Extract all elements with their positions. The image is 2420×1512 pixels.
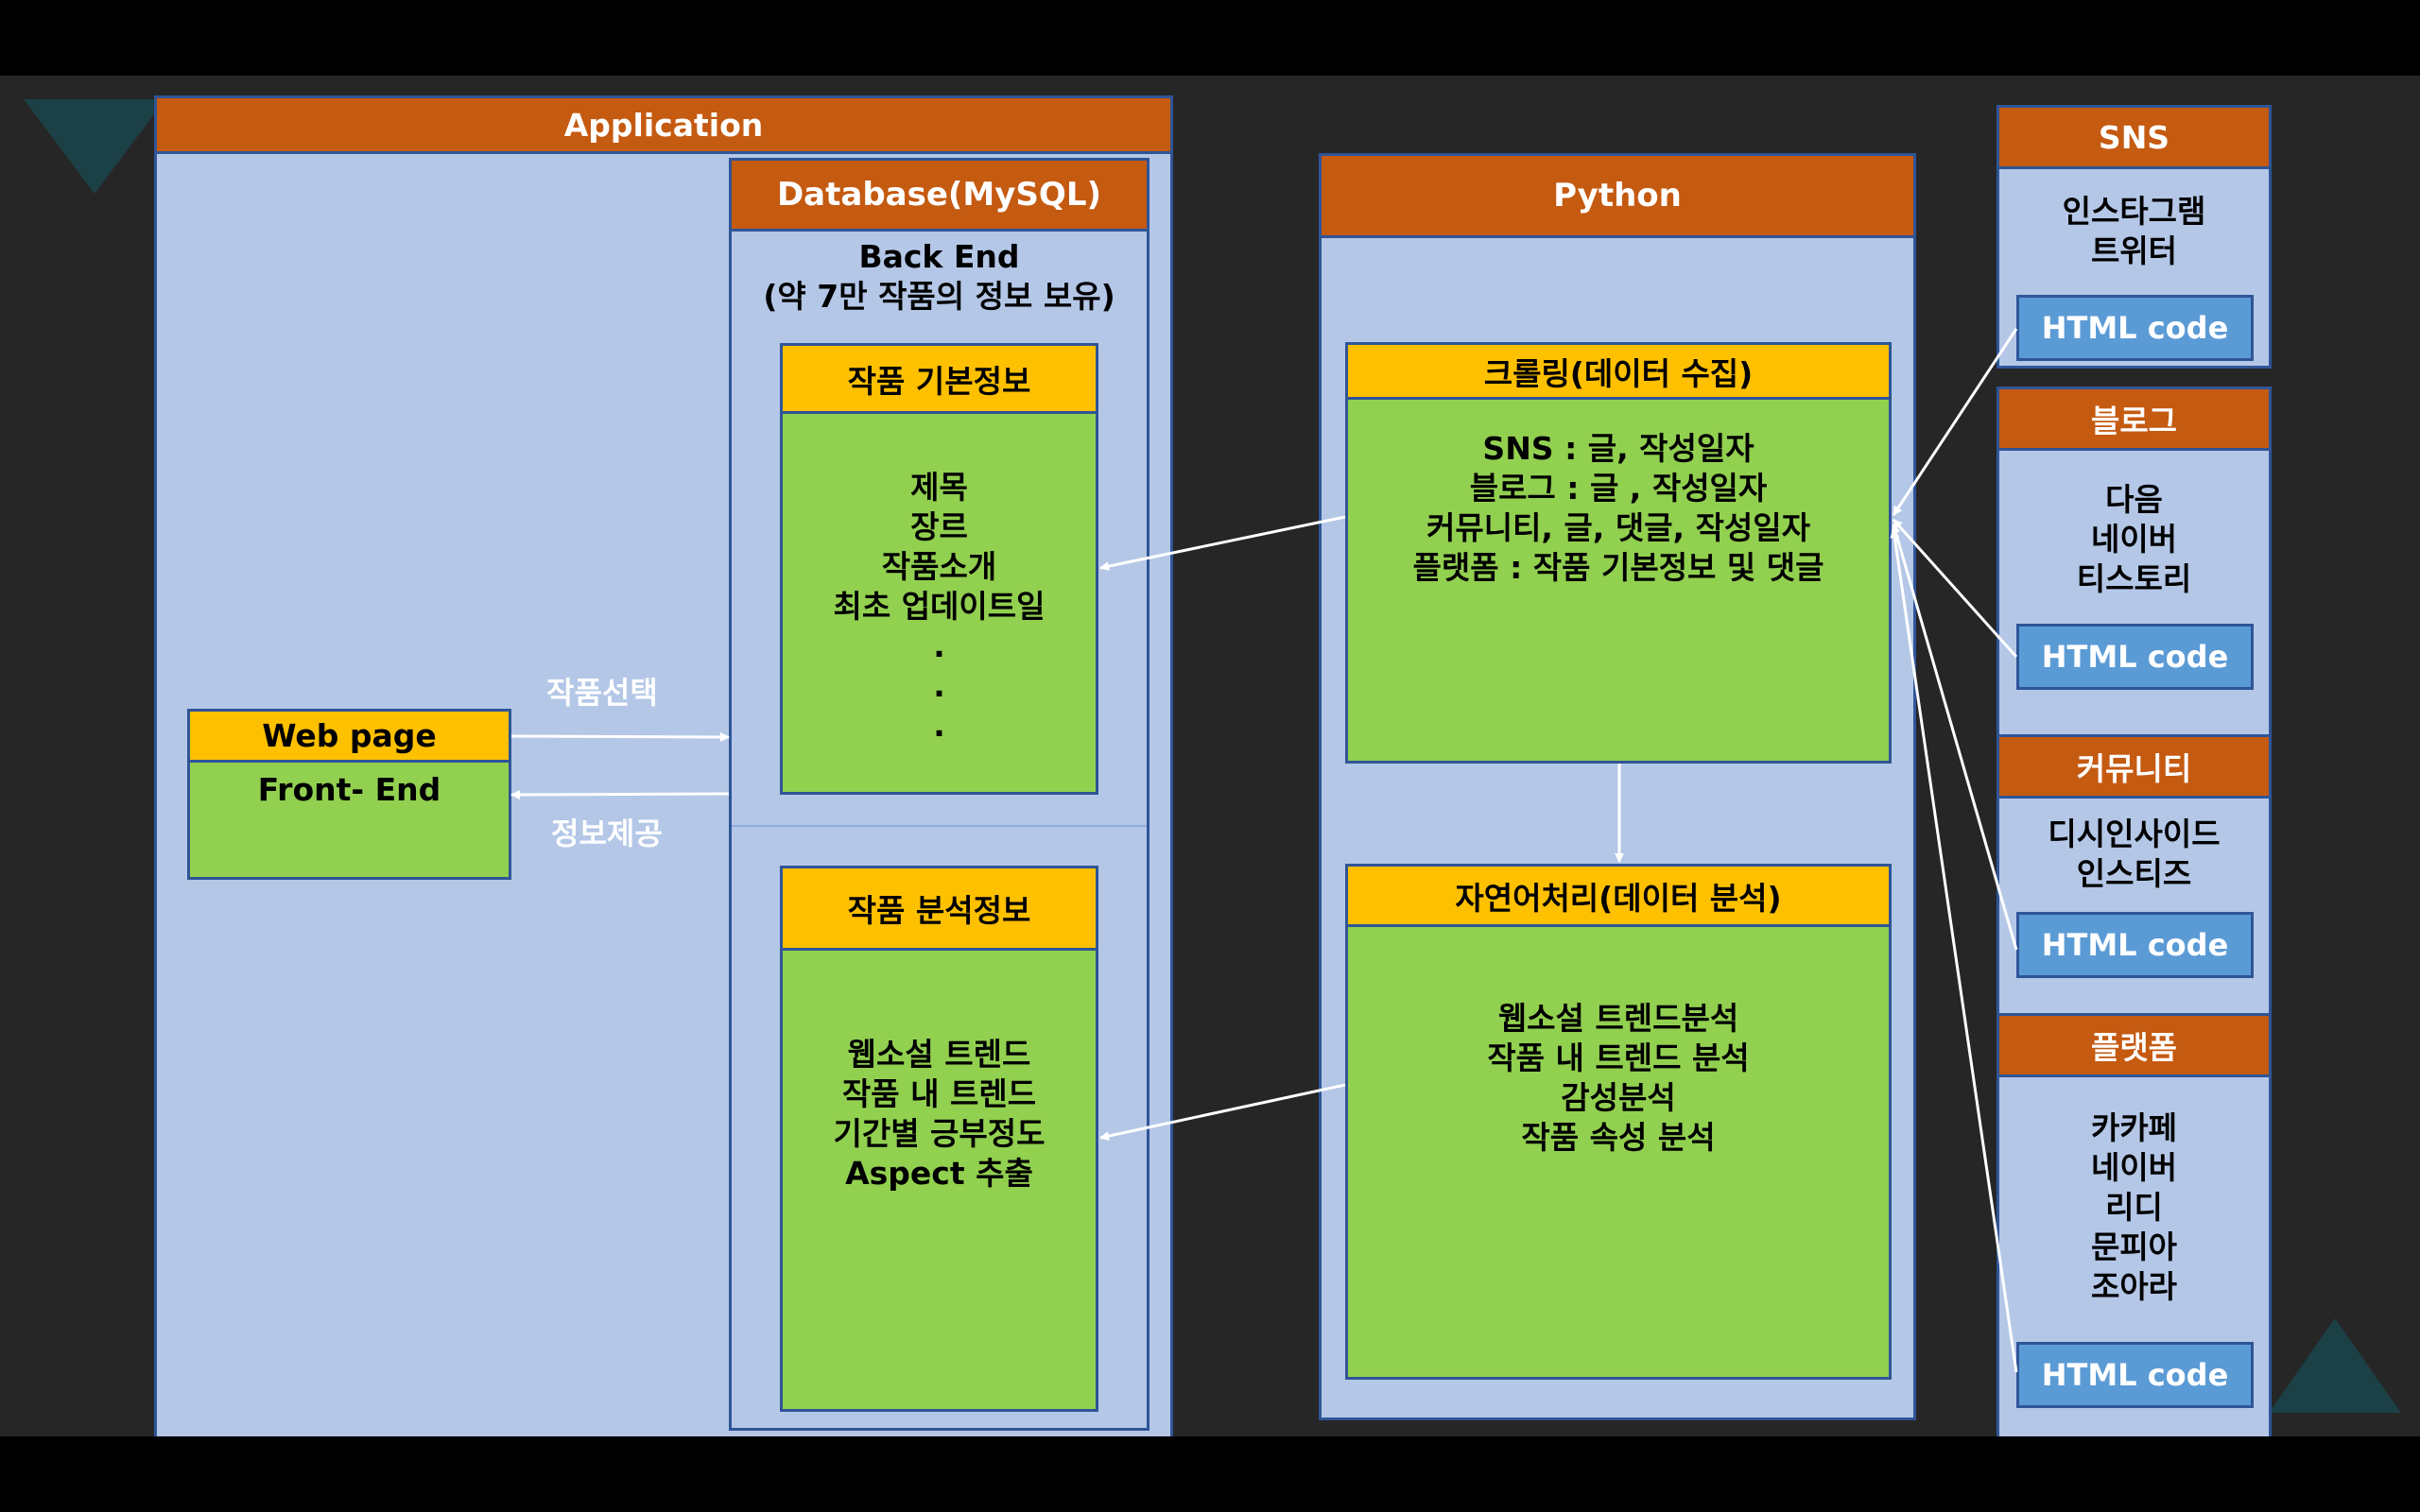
crawling-item: SNS : 글, 작성일자 (1482, 430, 1754, 467)
source-blog-title: 블로그 (2090, 403, 2178, 439)
webpage-header: Web page (187, 709, 511, 763)
source-platform-list: 카카페 네이버 리디 문피아 조아라 (1996, 1108, 2272, 1307)
slide: Application Database(MySQL) Back End (약 … (0, 76, 2420, 1436)
analysis-info-item: 작품 내 트렌드 (841, 1075, 1037, 1112)
nlp-item: 작품 속성 분석 (1521, 1119, 1716, 1156)
crawling-item: 블로그 : 글 , 작성일자 (1469, 470, 1768, 507)
source-platform-html-code-button[interactable]: HTML code (2016, 1342, 2254, 1408)
python-header: Python (1319, 153, 1916, 238)
source-item: 리디 (2105, 1189, 2163, 1226)
database-divider (732, 825, 1147, 827)
decor-triangle-bottom-right (2269, 1318, 2401, 1413)
source-community-list: 디시인사이드 인스티즈 (1996, 815, 2272, 894)
database-title: Database(MySQL) (776, 176, 1102, 214)
source-blog-list: 다음 네이버 티스토리 (1996, 480, 2272, 599)
source-item: 티스토리 (2076, 560, 2192, 597)
source-item: 다음 (2105, 481, 2163, 518)
source-community-header: 커뮤니티 (1996, 734, 2272, 799)
basic-info-title: 작품 기본정보 (847, 362, 1031, 400)
application-header: Application (154, 95, 1173, 154)
database-line: (약 7만 작품의 정보 보유) (763, 278, 1115, 315)
basic-info-item: . (933, 627, 945, 664)
basic-info-item: . (933, 667, 945, 704)
source-item: 네이버 (2090, 1149, 2178, 1186)
nlp-item: 웹소설 트렌드분석 (1497, 1000, 1739, 1037)
nlp-header: 자연어처리(데이터 분석) (1345, 864, 1892, 927)
analysis-info-item: Aspect 추출 (845, 1155, 1033, 1192)
source-community-title: 커뮤니티 (2076, 750, 2192, 787)
source-item: 네이버 (2090, 521, 2178, 558)
basic-info-item: 최초 업데이트일 (833, 588, 1046, 625)
database-description: Back End (약 7만 작품의 정보 보유) (729, 237, 1150, 317)
button-label: HTML code (2041, 927, 2229, 963)
decor-triangle-top-left (24, 99, 165, 194)
button-label: HTML code (2041, 310, 2229, 346)
basic-info-item: 작품소개 (881, 548, 997, 585)
select-label: 작품선택 (546, 675, 658, 711)
python-title: Python (1553, 177, 1682, 215)
crawling-item: 플랫폼 : 작품 기본정보 및 댓글 (1412, 549, 1824, 586)
source-sns-html-code-button[interactable]: HTML code (2016, 295, 2254, 361)
source-item: 인스티즈 (2076, 855, 2192, 892)
analysis-info-box (780, 866, 1098, 1412)
analysis-info-header: 작품 분석정보 (780, 866, 1098, 951)
basic-info-box (780, 343, 1098, 795)
crawling-title: 크롤링(데이터 수집) (1483, 354, 1754, 392)
source-platform-header: 플랫폼 (1996, 1013, 2272, 1077)
source-blog-header: 블로그 (1996, 387, 2272, 451)
basic-info-item: 제목 (910, 469, 968, 506)
source-item: 트위터 (2090, 232, 2178, 269)
button-label: HTML code (2041, 639, 2229, 675)
source-platform-title: 플랫폼 (2090, 1029, 2178, 1066)
analysis-info-title: 작품 분석정보 (847, 892, 1031, 929)
source-sns-list: 인스타그램 트위터 (1996, 192, 2272, 271)
application-title: Application (563, 106, 764, 144)
basic-info-header: 작품 기본정보 (780, 343, 1098, 414)
basic-info-list: 제목 장르 작품소개 최초 업데이트일 . . . (780, 468, 1098, 746)
database-line: Back End (858, 238, 1020, 275)
nlp-title: 자연어처리(데이터 분석) (1455, 879, 1782, 917)
source-blog-html-code-button[interactable]: HTML code (2016, 624, 2254, 690)
nlp-item: 작품 내 트렌드 분석 (1487, 1040, 1750, 1076)
crawling-header: 크롤링(데이터 수집) (1345, 342, 1892, 400)
webpage-title: Web page (262, 717, 437, 754)
source-item: 조아라 (2090, 1268, 2178, 1305)
source-item: 문피아 (2090, 1228, 2178, 1265)
nlp-item: 감성분석 (1561, 1079, 1676, 1116)
nlp-list: 웹소설 트렌드분석 작품 내 트렌드 분석 감성분석 작품 속성 분석 (1345, 999, 1892, 1158)
source-item: 디시인사이드 (2048, 816, 2221, 852)
analysis-info-item: 기간별 긍부정도 (833, 1115, 1046, 1152)
source-item: 인스타그램 (2062, 193, 2206, 230)
basic-info-item: 장르 (910, 508, 968, 545)
button-label: HTML code (2041, 1357, 2229, 1393)
webpage-subtitle: Front- End (257, 771, 441, 808)
analysis-info-item: 웹소설 트렌드 (847, 1036, 1031, 1073)
database-header: Database(MySQL) (729, 158, 1150, 232)
source-item: 카카페 (2090, 1109, 2178, 1146)
source-sns-header: SNS (1996, 105, 2272, 169)
provide-label: 정보제공 (551, 816, 663, 851)
crawling-item: 커뮤니티, 글, 댓글, 작성일자 (1426, 509, 1811, 546)
source-sns-title: SNS (2098, 118, 2170, 156)
crawling-list: SNS : 글, 작성일자 블로그 : 글 , 작성일자 커뮤니티, 글, 댓글… (1345, 429, 1892, 588)
basic-info-item: . (933, 707, 945, 744)
source-community-html-code-button[interactable]: HTML code (2016, 912, 2254, 978)
nlp-box (1345, 864, 1892, 1380)
analysis-info-list: 웹소설 트렌드 작품 내 트렌드 기간별 긍부정도 Aspect 추출 (780, 1035, 1098, 1194)
